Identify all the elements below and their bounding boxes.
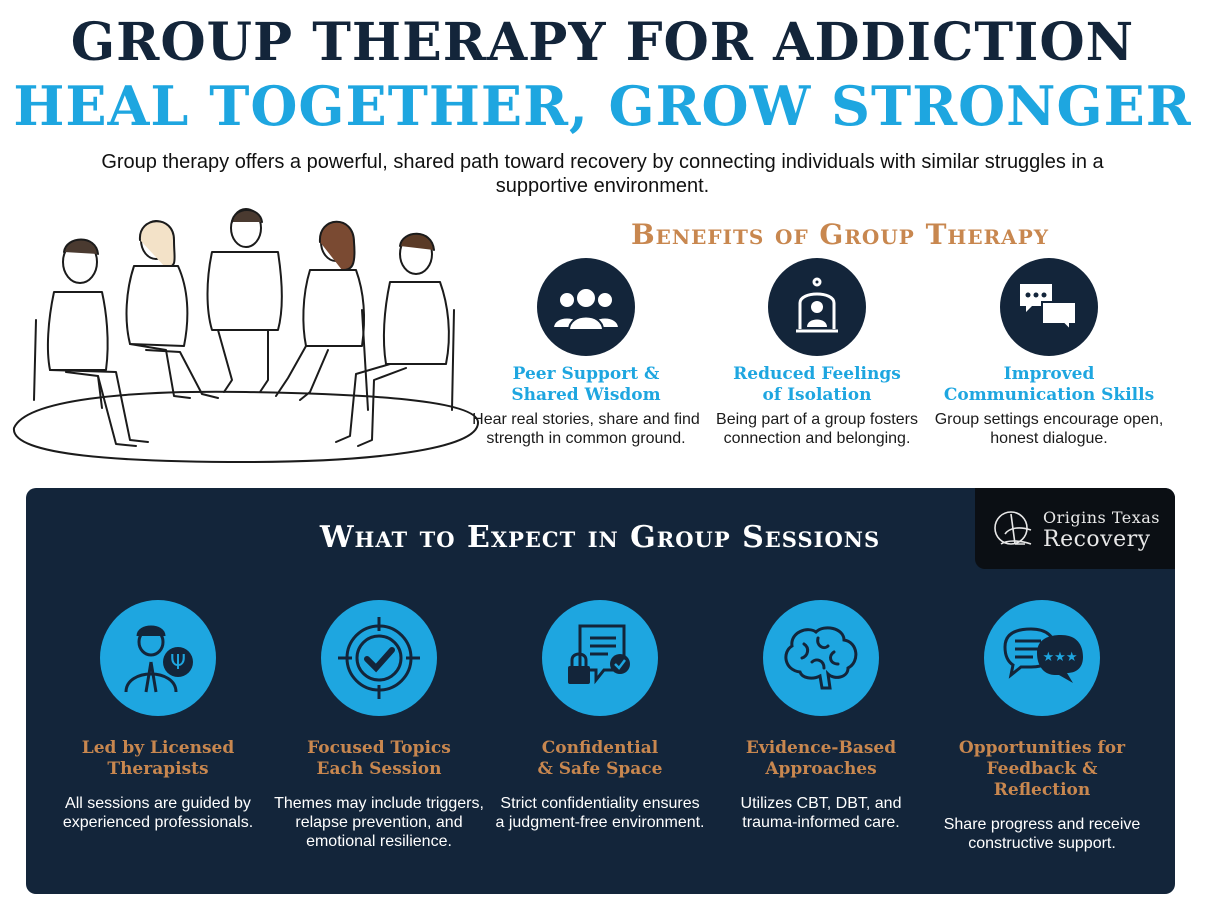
expect-description: Strict confidentiality ensures a judgmen… (495, 795, 705, 831)
expect-title-line1: Led by Licensed (81, 738, 235, 758)
benefit-title-line2: Shared Wisdom (511, 385, 661, 405)
expect-description: Share progress and receive constructive … (943, 816, 1141, 852)
expect-title-line2: Feedback & Reflection (986, 759, 1098, 800)
expect-description: All sessions are guided by experienced p… (62, 795, 254, 831)
palm-tree-logo-icon (994, 510, 1032, 545)
origins-logo: Origins Texas Recovery (975, 488, 1175, 569)
expect-title-line1: Focused Topics (307, 738, 451, 758)
lock-document-icon (542, 600, 658, 716)
benefit-description: Being part of a group fosters connection… (716, 411, 918, 447)
expect-card-licensed-therapists: Ψ Led by Licensed Therapists All session… (53, 600, 263, 832)
benefit-title-line2: Communication Skills (943, 385, 1155, 405)
benefit-description: Group settings encourage open, honest di… (934, 411, 1164, 447)
expect-description: Utilizes CBT, DBT, and trauma-informed c… (740, 795, 902, 831)
benefit-title-line1: Improved (1003, 364, 1095, 384)
expect-title-line2: Each Session (316, 759, 442, 779)
group-circle-illustration (12, 208, 480, 463)
benefit-card-reduced-isolation: Reduced Feelings of Isolation Being part… (702, 258, 932, 448)
logo-line1: Origins Texas (1043, 507, 1161, 527)
brain-icon (763, 600, 879, 716)
people-group-icon (537, 258, 635, 356)
benefit-description: Hear real stories, share and find streng… (472, 411, 700, 447)
speech-bubbles-icon (1000, 258, 1098, 356)
expect-title-line1: Confidential (541, 738, 659, 758)
expect-card-feedback: ★★★ Opportunities for Feedback & Reflect… (937, 600, 1147, 853)
benefit-title-line1: Reduced Feelings (733, 364, 901, 384)
expect-title-line1: Evidence-Based (745, 738, 897, 758)
svg-text:★★★: ★★★ (1043, 650, 1078, 665)
intro-paragraph: Group therapy offers a powerful, shared … (101, 151, 1104, 197)
expect-title-line2: & Safe Space (537, 759, 663, 779)
expect-card-evidence-based: Evidence-Based Approaches Utilizes CBT, … (716, 600, 926, 832)
logo-line2: Recovery (1043, 526, 1151, 552)
main-title: GROUP THERAPY FOR ADDICTION (70, 12, 1135, 73)
benefit-title-line1: Peer Support & (512, 364, 660, 384)
expect-card-confidential: Confidential & Safe Space Strict confide… (495, 600, 705, 832)
benefits-heading: Benefits of Group Therapy (630, 218, 1050, 251)
target-check-icon (321, 600, 437, 716)
benefit-card-peer-support: Peer Support & Shared Wisdom Hear real s… (471, 258, 701, 448)
main-subtitle: HEAL TOGETHER, GROW STRONGER (13, 74, 1192, 138)
therapist-psi-icon: Ψ (100, 600, 216, 716)
expect-title-line2: Therapists (107, 759, 209, 779)
expect-description: Themes may include triggers, relapse pre… (274, 795, 484, 850)
feedback-stars-icon: ★★★ (984, 600, 1100, 716)
person-under-bell-jar-icon (768, 258, 866, 356)
benefit-card-communication: Improved Communication Skills Group sett… (934, 258, 1164, 448)
benefit-title-line2: of Isolation (762, 385, 872, 405)
expect-title-line1: Opportunities for (958, 738, 1126, 758)
svg-text:Ψ: Ψ (170, 650, 186, 674)
expect-title-line2: Approaches (765, 759, 877, 779)
expect-heading: What to Expect in Group Sessions (319, 520, 881, 555)
expect-card-focused-topics: Focused Topics Each Session Themes may i… (274, 600, 484, 851)
